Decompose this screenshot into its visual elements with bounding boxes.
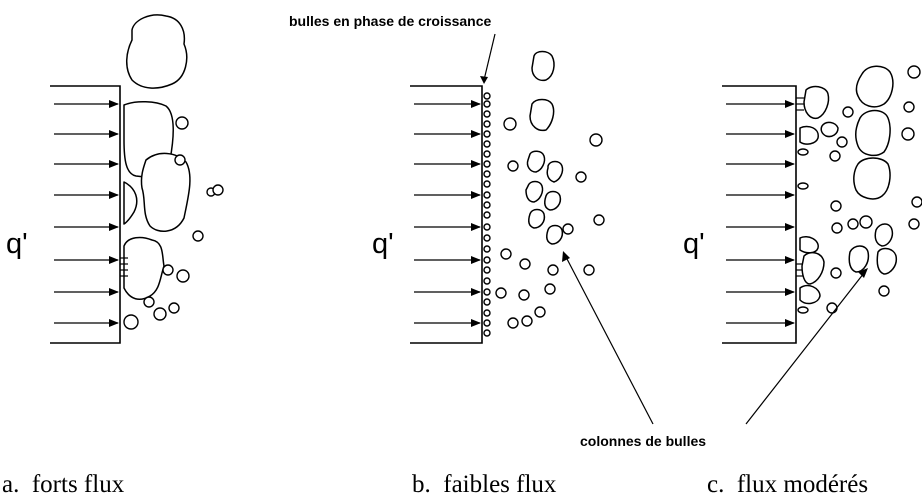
heated-wall-c bbox=[722, 85, 797, 344]
vapor-bubble bbox=[500, 248, 512, 260]
vapor-bubble bbox=[546, 160, 564, 183]
vapor-bubble bbox=[829, 150, 841, 162]
vapor-bubble bbox=[797, 182, 809, 190]
heated-wall-b bbox=[410, 85, 483, 344]
vapor-bubble bbox=[544, 283, 556, 295]
wall-bubbles-b bbox=[483, 92, 491, 337]
vapor-slug bbox=[140, 152, 191, 232]
caption-b: b. faibles flux bbox=[412, 471, 557, 498]
vapor-bubble bbox=[503, 117, 517, 131]
vapor-bubble bbox=[803, 85, 830, 120]
vapor-bubble bbox=[495, 287, 507, 299]
vapor-bubble bbox=[903, 101, 915, 113]
vapor-bubble bbox=[529, 98, 555, 132]
vapor-bubble bbox=[168, 302, 180, 314]
vapor-bubble bbox=[820, 121, 839, 138]
vapor-bubble bbox=[859, 215, 873, 229]
vapor-slug bbox=[123, 236, 165, 301]
annotation-growing-bubbles: bulles en phase de croissance bbox=[289, 13, 492, 29]
vapor-bubble bbox=[907, 65, 921, 79]
panel-c: q' bbox=[683, 65, 922, 498]
vapor-bubble bbox=[842, 106, 854, 118]
heat-flux-arrows-c bbox=[726, 100, 795, 327]
vapor-bubble bbox=[546, 224, 564, 245]
vapor-bubble bbox=[547, 264, 559, 276]
annotation-leader-top bbox=[483, 33, 496, 81]
panel-b: bulles en phase de croissance q' bbox=[289, 13, 605, 498]
vapor-slug bbox=[853, 157, 891, 200]
vapor-slug bbox=[855, 65, 894, 108]
vapor-bubble bbox=[176, 269, 190, 283]
vapor-bubble bbox=[174, 154, 186, 166]
heat-flux-label-a: q' bbox=[6, 228, 28, 260]
vapor-bubble bbox=[518, 289, 530, 301]
vapor-bubble bbox=[831, 222, 843, 234]
vapor-bubble bbox=[583, 264, 595, 276]
vapor-bubble bbox=[830, 267, 842, 279]
panel-a: q' a. forts flux bbox=[2, 14, 224, 498]
vapor-bubble bbox=[123, 314, 139, 330]
vapor-bubble bbox=[544, 190, 562, 211]
vapor-bubble bbox=[175, 116, 189, 130]
vapor-bubble bbox=[799, 284, 821, 305]
annotation-leader-b bbox=[565, 256, 654, 425]
vapor-bubble bbox=[836, 136, 848, 148]
vapor-bubble bbox=[531, 50, 555, 82]
vapor-bubble bbox=[589, 133, 603, 147]
caption-c: c. flux modérés bbox=[707, 471, 868, 498]
heat-flux-arrows-b bbox=[414, 100, 481, 327]
vapor-bubble bbox=[901, 127, 915, 141]
vapor-bubble bbox=[874, 223, 894, 247]
vapor-bubble bbox=[876, 247, 898, 275]
vapor-bubble bbox=[507, 160, 519, 172]
vapor-bubble bbox=[212, 184, 224, 196]
vapor-bubble bbox=[534, 306, 546, 318]
vapor-bubble bbox=[908, 218, 920, 230]
heat-flux-arrows-a bbox=[54, 100, 119, 327]
vapor-bubble bbox=[192, 230, 204, 242]
heated-wall-a bbox=[50, 85, 121, 344]
vapor-bubble bbox=[797, 306, 809, 314]
vapor-bubble bbox=[526, 150, 546, 173]
vapor-slug bbox=[123, 181, 138, 225]
vapor-bubble bbox=[507, 317, 519, 329]
vapor-bubble bbox=[575, 171, 587, 183]
heat-flux-label-b: q' bbox=[372, 228, 394, 260]
vapor-bubble bbox=[848, 245, 870, 273]
annotation-leader-c bbox=[745, 272, 865, 425]
heat-flux-label-c: q' bbox=[683, 228, 705, 260]
vapor-bubble bbox=[799, 236, 819, 254]
vapor-bubble bbox=[521, 315, 533, 327]
vapor-bubble bbox=[830, 200, 842, 212]
vapor-bubble bbox=[878, 285, 890, 297]
vapor-bubble bbox=[143, 296, 155, 308]
vapor-bubble bbox=[519, 258, 531, 270]
vapor-bubble bbox=[525, 180, 544, 203]
vapor-bubble bbox=[847, 218, 859, 230]
growing-bubble-stems-a bbox=[120, 257, 128, 277]
vapor-bubble bbox=[799, 125, 819, 145]
vapor-bubble bbox=[801, 251, 825, 285]
vapor-bubble bbox=[528, 208, 546, 229]
annotation-bubble-columns-group: colonnes de bulles bbox=[562, 251, 868, 449]
vapor-slug bbox=[126, 14, 188, 89]
vapor-bubble bbox=[162, 264, 174, 276]
vapor-bubble bbox=[826, 302, 838, 314]
vapor-bubble bbox=[797, 148, 809, 156]
vapor-bubble bbox=[911, 196, 922, 208]
vapor-slug bbox=[855, 109, 891, 157]
vapor-bubble bbox=[153, 307, 167, 321]
vapor-bubble bbox=[562, 223, 574, 235]
caption-a: a. forts flux bbox=[2, 471, 125, 498]
annotation-bubble-columns: colonnes de bulles bbox=[580, 433, 706, 449]
vapor-bubble bbox=[593, 214, 605, 226]
